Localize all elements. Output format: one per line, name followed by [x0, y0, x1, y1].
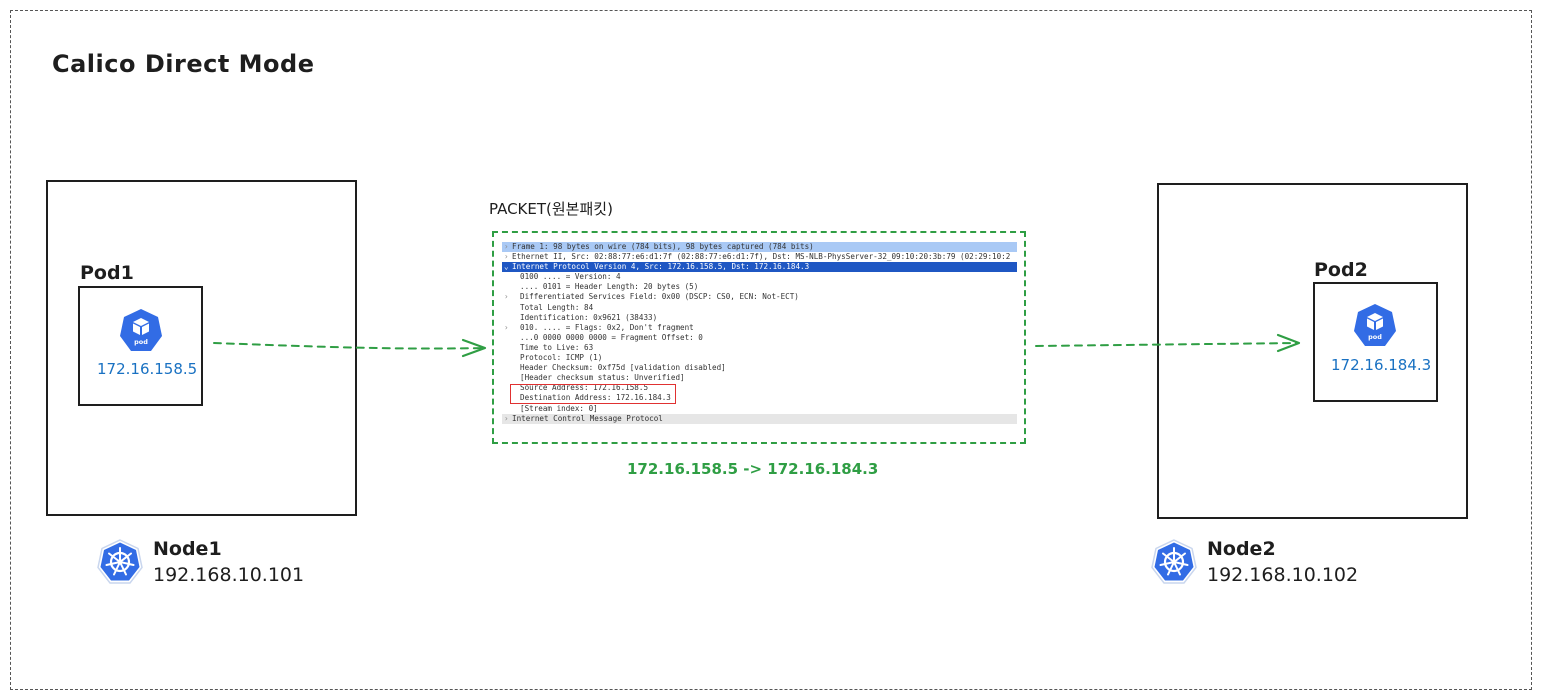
svg-text:pod: pod [1368, 333, 1382, 341]
packet-capture: ›Frame 1: 98 bytes on wire (784 bits), 9… [492, 231, 1026, 444]
packet-row[interactable]: Time to Live: 63 [502, 343, 1017, 353]
packet-row-text: Protocol: ICMP (1) [520, 353, 603, 363]
packet-row[interactable]: › 010. .... = Flags: 0x2, Don't fragment [502, 323, 1017, 333]
packet-row[interactable]: Source Address: 172.16.158.5 [502, 383, 1017, 393]
packet-row-text: [Header checksum status: Unverified] [520, 373, 685, 383]
kubernetes-icon [1151, 539, 1197, 584]
node2-name: Node2 [1207, 538, 1276, 560]
packet-row-text: ...0 0000 0000 0000 = Fragment Offset: 0 [520, 332, 703, 342]
packet-row[interactable]: Destination Address: 172.16.184.3 [502, 393, 1017, 403]
arrow-head [1276, 333, 1301, 353]
packet-row-text: Internet Protocol Version 4, Src: 172.16… [512, 262, 810, 272]
pod1-label: Pod1 [80, 262, 134, 284]
packet-row-text: Internet Control Message Protocol [512, 413, 663, 423]
svg-text:pod: pod [134, 338, 148, 346]
expand-marker: › [504, 413, 509, 423]
packet-row[interactable]: ...0 0000 0000 0000 = Fragment Offset: 0 [502, 333, 1017, 343]
packet-row-text: Total Length: 84 [520, 302, 594, 312]
packet-row-text: .... 0101 = Header Length: 20 bytes (5) [520, 282, 699, 292]
pod-icon: pod [1354, 304, 1396, 346]
expand-marker: › [504, 252, 509, 262]
packet-row[interactable]: [Stream index: 0] [502, 404, 1017, 414]
packet-row-text: Time to Live: 63 [520, 342, 594, 352]
packet-row[interactable]: Protocol: ICMP (1) [502, 353, 1017, 363]
packet-title: PACKET(원본패킷) [489, 200, 613, 218]
packet-row[interactable]: 0100 .... = Version: 4 [502, 272, 1017, 282]
arrow-pod1-to-packet [213, 342, 485, 350]
packet-row-text: Header Checksum: 0xf75d [validation disa… [520, 363, 726, 373]
pod1-ip: 172.16.158.5 [97, 360, 198, 378]
expand-marker: › [504, 242, 509, 251]
pod2-ip: 172.16.184.3 [1331, 356, 1432, 374]
kubernetes-icon [97, 539, 143, 584]
packet-row[interactable]: ›Ethernet II, Src: 02:88:77:e6:d1:7f (02… [502, 252, 1017, 262]
packet-row[interactable]: ⌄Internet Protocol Version 4, Src: 172.1… [502, 262, 1017, 273]
packet-row[interactable]: Total Length: 84 [502, 303, 1017, 313]
packet-row-text: [Stream index: 0] [520, 403, 598, 413]
flow-label: 172.16.158.5 -> 172.16.184.3 [627, 460, 879, 478]
packet-row[interactable]: [Header checksum status: Unverified] [502, 373, 1017, 383]
packet-row-text: Ethernet II, Src: 02:88:77:e6:d1:7f (02:… [512, 252, 1011, 262]
packet-row-text: Source Address: 172.16.158.5 [520, 383, 649, 393]
expand-marker: › [504, 322, 509, 332]
packet-detail-list: ›Frame 1: 98 bytes on wire (784 bits), 9… [502, 242, 1017, 424]
packet-row[interactable]: Identification: 0x9621 (38433) [502, 313, 1017, 323]
expand-marker: ⌄ [504, 262, 509, 272]
packet-row[interactable]: .... 0101 = Header Length: 20 bytes (5) [502, 282, 1017, 292]
packet-row-text: Frame 1: 98 bytes on wire (784 bits), 98… [512, 242, 814, 251]
packet-row[interactable]: › Differentiated Services Field: 0x00 (DS… [502, 292, 1017, 302]
pod2-label: Pod2 [1314, 259, 1368, 281]
arrow-head [461, 338, 487, 358]
address-highlight-box [510, 384, 676, 404]
pod-icon: pod [120, 309, 162, 351]
diagram-title: Calico Direct Mode [52, 50, 315, 78]
node2-ip: 192.168.10.102 [1207, 564, 1359, 586]
packet-row-text: 010. .... = Flags: 0x2, Don't fragment [520, 322, 694, 332]
node1-ip: 192.168.10.101 [153, 564, 305, 586]
packet-row-text: Destination Address: 172.16.184.3 [520, 393, 671, 403]
packet-row[interactable]: Header Checksum: 0xf75d [validation disa… [502, 363, 1017, 373]
arrow-packet-to-pod2 [1035, 342, 1299, 347]
packet-row-text: Differentiated Services Field: 0x00 (DSC… [520, 292, 799, 302]
packet-row[interactable]: ›Internet Control Message Protocol [502, 413, 1017, 424]
diagram-frame [10, 10, 1532, 690]
node1-name: Node1 [153, 538, 222, 560]
packet-row[interactable]: ›Frame 1: 98 bytes on wire (784 bits), 9… [502, 242, 1017, 253]
packet-row-text: Identification: 0x9621 (38433) [520, 312, 658, 322]
packet-row-text: 0100 .... = Version: 4 [520, 272, 621, 282]
expand-marker: › [504, 292, 509, 302]
